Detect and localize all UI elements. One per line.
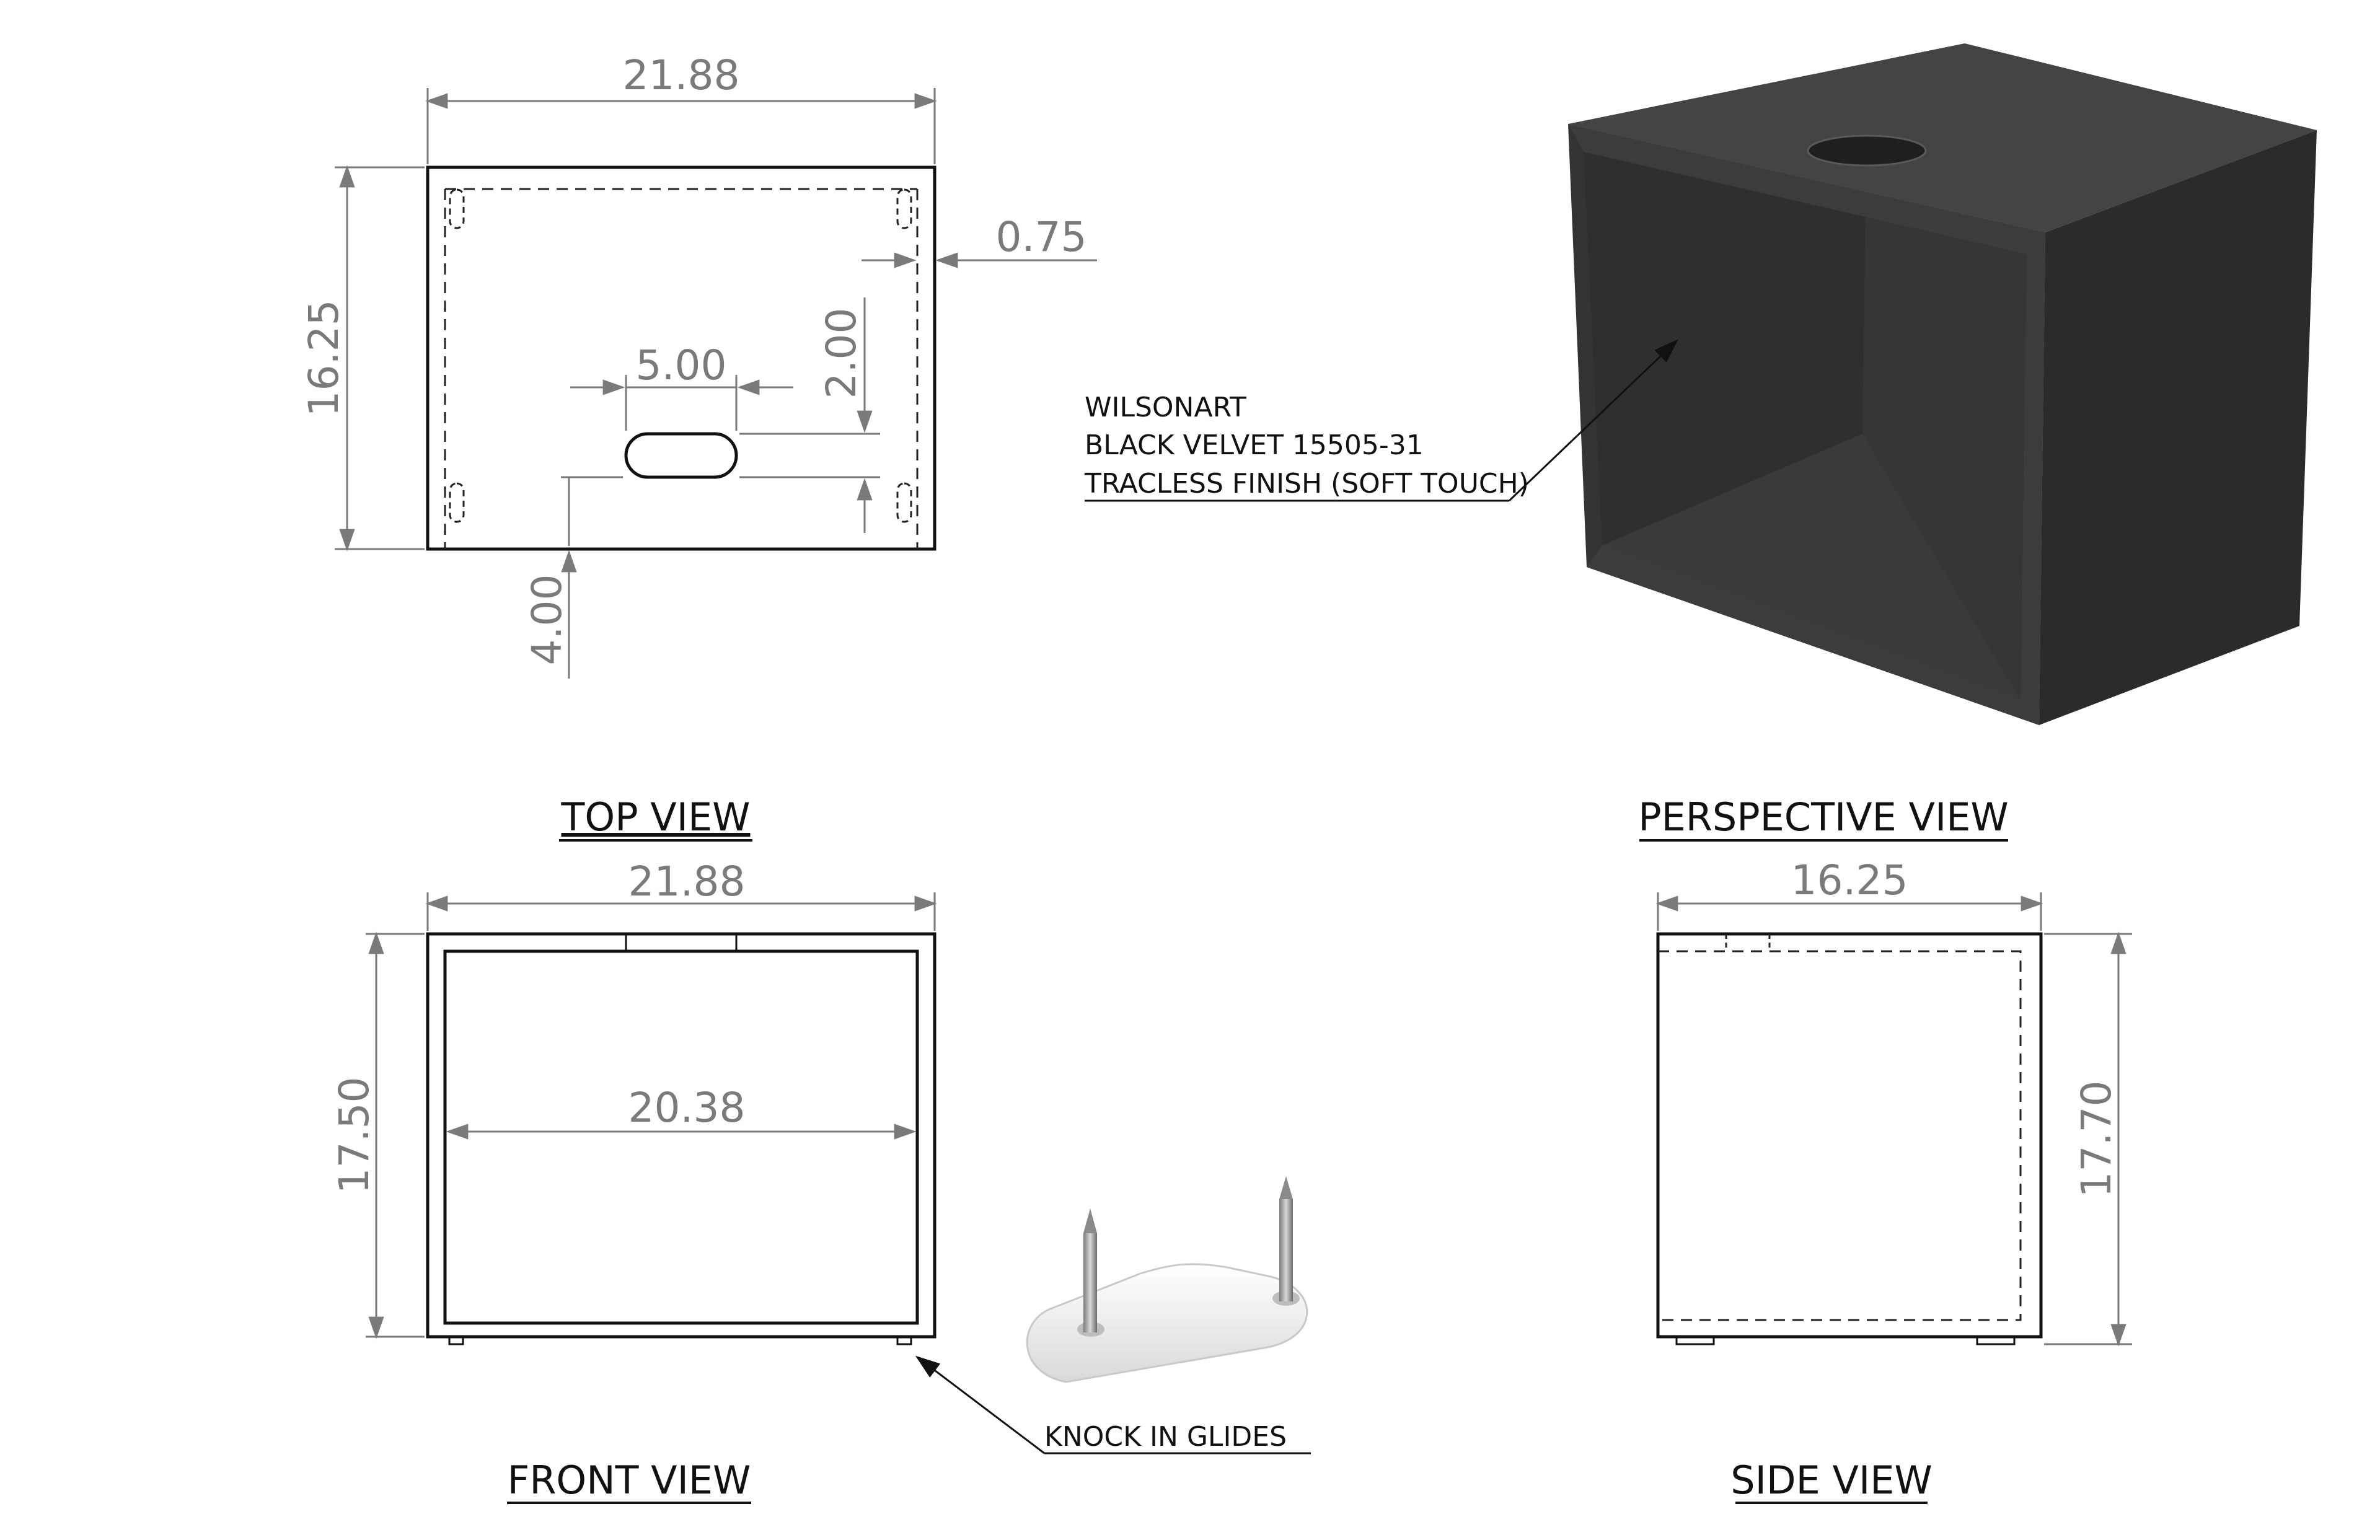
slot-offset-label: 4.00 [523,574,571,666]
front-view-outline [426,932,937,1339]
side-slot-hidden-mark [1725,934,1771,951]
material-note-line-1: WILSONART [1085,392,1246,423]
front-height-dimension [366,931,425,1339]
side-depth-dimension [1655,892,2043,931]
cabinet-interior-bottom [1602,434,2021,700]
glide-pin-right [1279,1199,1293,1301]
side-height-label: 17.70 [2073,1081,2120,1198]
cabinet-side-face [2039,130,2317,725]
front-width-label: 21.88 [628,858,746,905]
front-glide-left [448,1335,464,1345]
side-view: 16.25 17.70 SIDE VIEW [1655,856,2132,1504]
side-height-dimension [2044,931,2132,1347]
top-width-dimension [425,88,937,164]
knock-in-glide-image [1026,1176,1308,1383]
side-glide-right [1976,1335,2016,1345]
edge-offset-label: 0.75 [996,213,1087,261]
top-view-hidden-lines [444,188,919,549]
cabinet-top-face [1568,43,2317,232]
front-height-label: 17.50 [330,1077,378,1194]
glide-base [1026,1263,1308,1383]
top-depth-dimension [335,165,425,552]
side-view-hidden-lines [1658,950,2022,1321]
glide-label: KNOCK IN GLIDES [1044,1421,1287,1453]
side-view-outline [1656,932,2043,1339]
glide-hidden-slots [449,188,912,523]
cabinet-top-slot [1807,134,1927,167]
top-width-label: 21.88 [623,51,740,99]
cabinet-interior-back [1584,152,1866,545]
cabinet-interior-right [1862,211,2027,700]
slot-length-dimension [570,375,793,431]
material-note-line-3: TRACLESS FINISH (SOFT TOUCH) [1084,468,1529,499]
material-note-line-2: BLACK VELVET 15505-31 [1085,429,1424,461]
glide-pin-left [1083,1233,1097,1332]
top-view: 21.88 16.25 0.75 5.00 [300,51,1097,842]
top-view-title: TOP VIEW [561,794,751,840]
front-inner-width-label: 20.38 [628,1084,746,1132]
front-glide-right [896,1335,912,1345]
slot-offset-dimension [561,476,623,679]
front-width-dimension [425,892,937,931]
cable-slot [624,432,738,479]
side-view-title: SIDE VIEW [1730,1458,1932,1503]
front-view: 21.88 20.38 17.50 KNOCK IN GLIDES FRONT … [330,858,1311,1504]
slot-height-label: 2.00 [818,308,865,399]
top-view-outline [426,165,937,551]
side-glide-left [1675,1335,1715,1345]
top-depth-label: 16.25 [300,300,348,417]
slot-length-label: 5.00 [636,341,727,389]
glide-leader [915,1355,1045,1454]
perspective-view-title: PERSPECTIVE VIEW [1638,794,2008,840]
perspective-view: WILSONART BLACK VELVET 15505-31 TRACLESS… [1084,43,2317,842]
side-depth-label: 16.25 [1791,856,1908,904]
front-view-opening [443,949,919,1325]
front-view-title: FRONT VIEW [508,1458,751,1503]
material-note-leader [1508,339,1678,502]
slot-height-dimension [739,297,880,533]
